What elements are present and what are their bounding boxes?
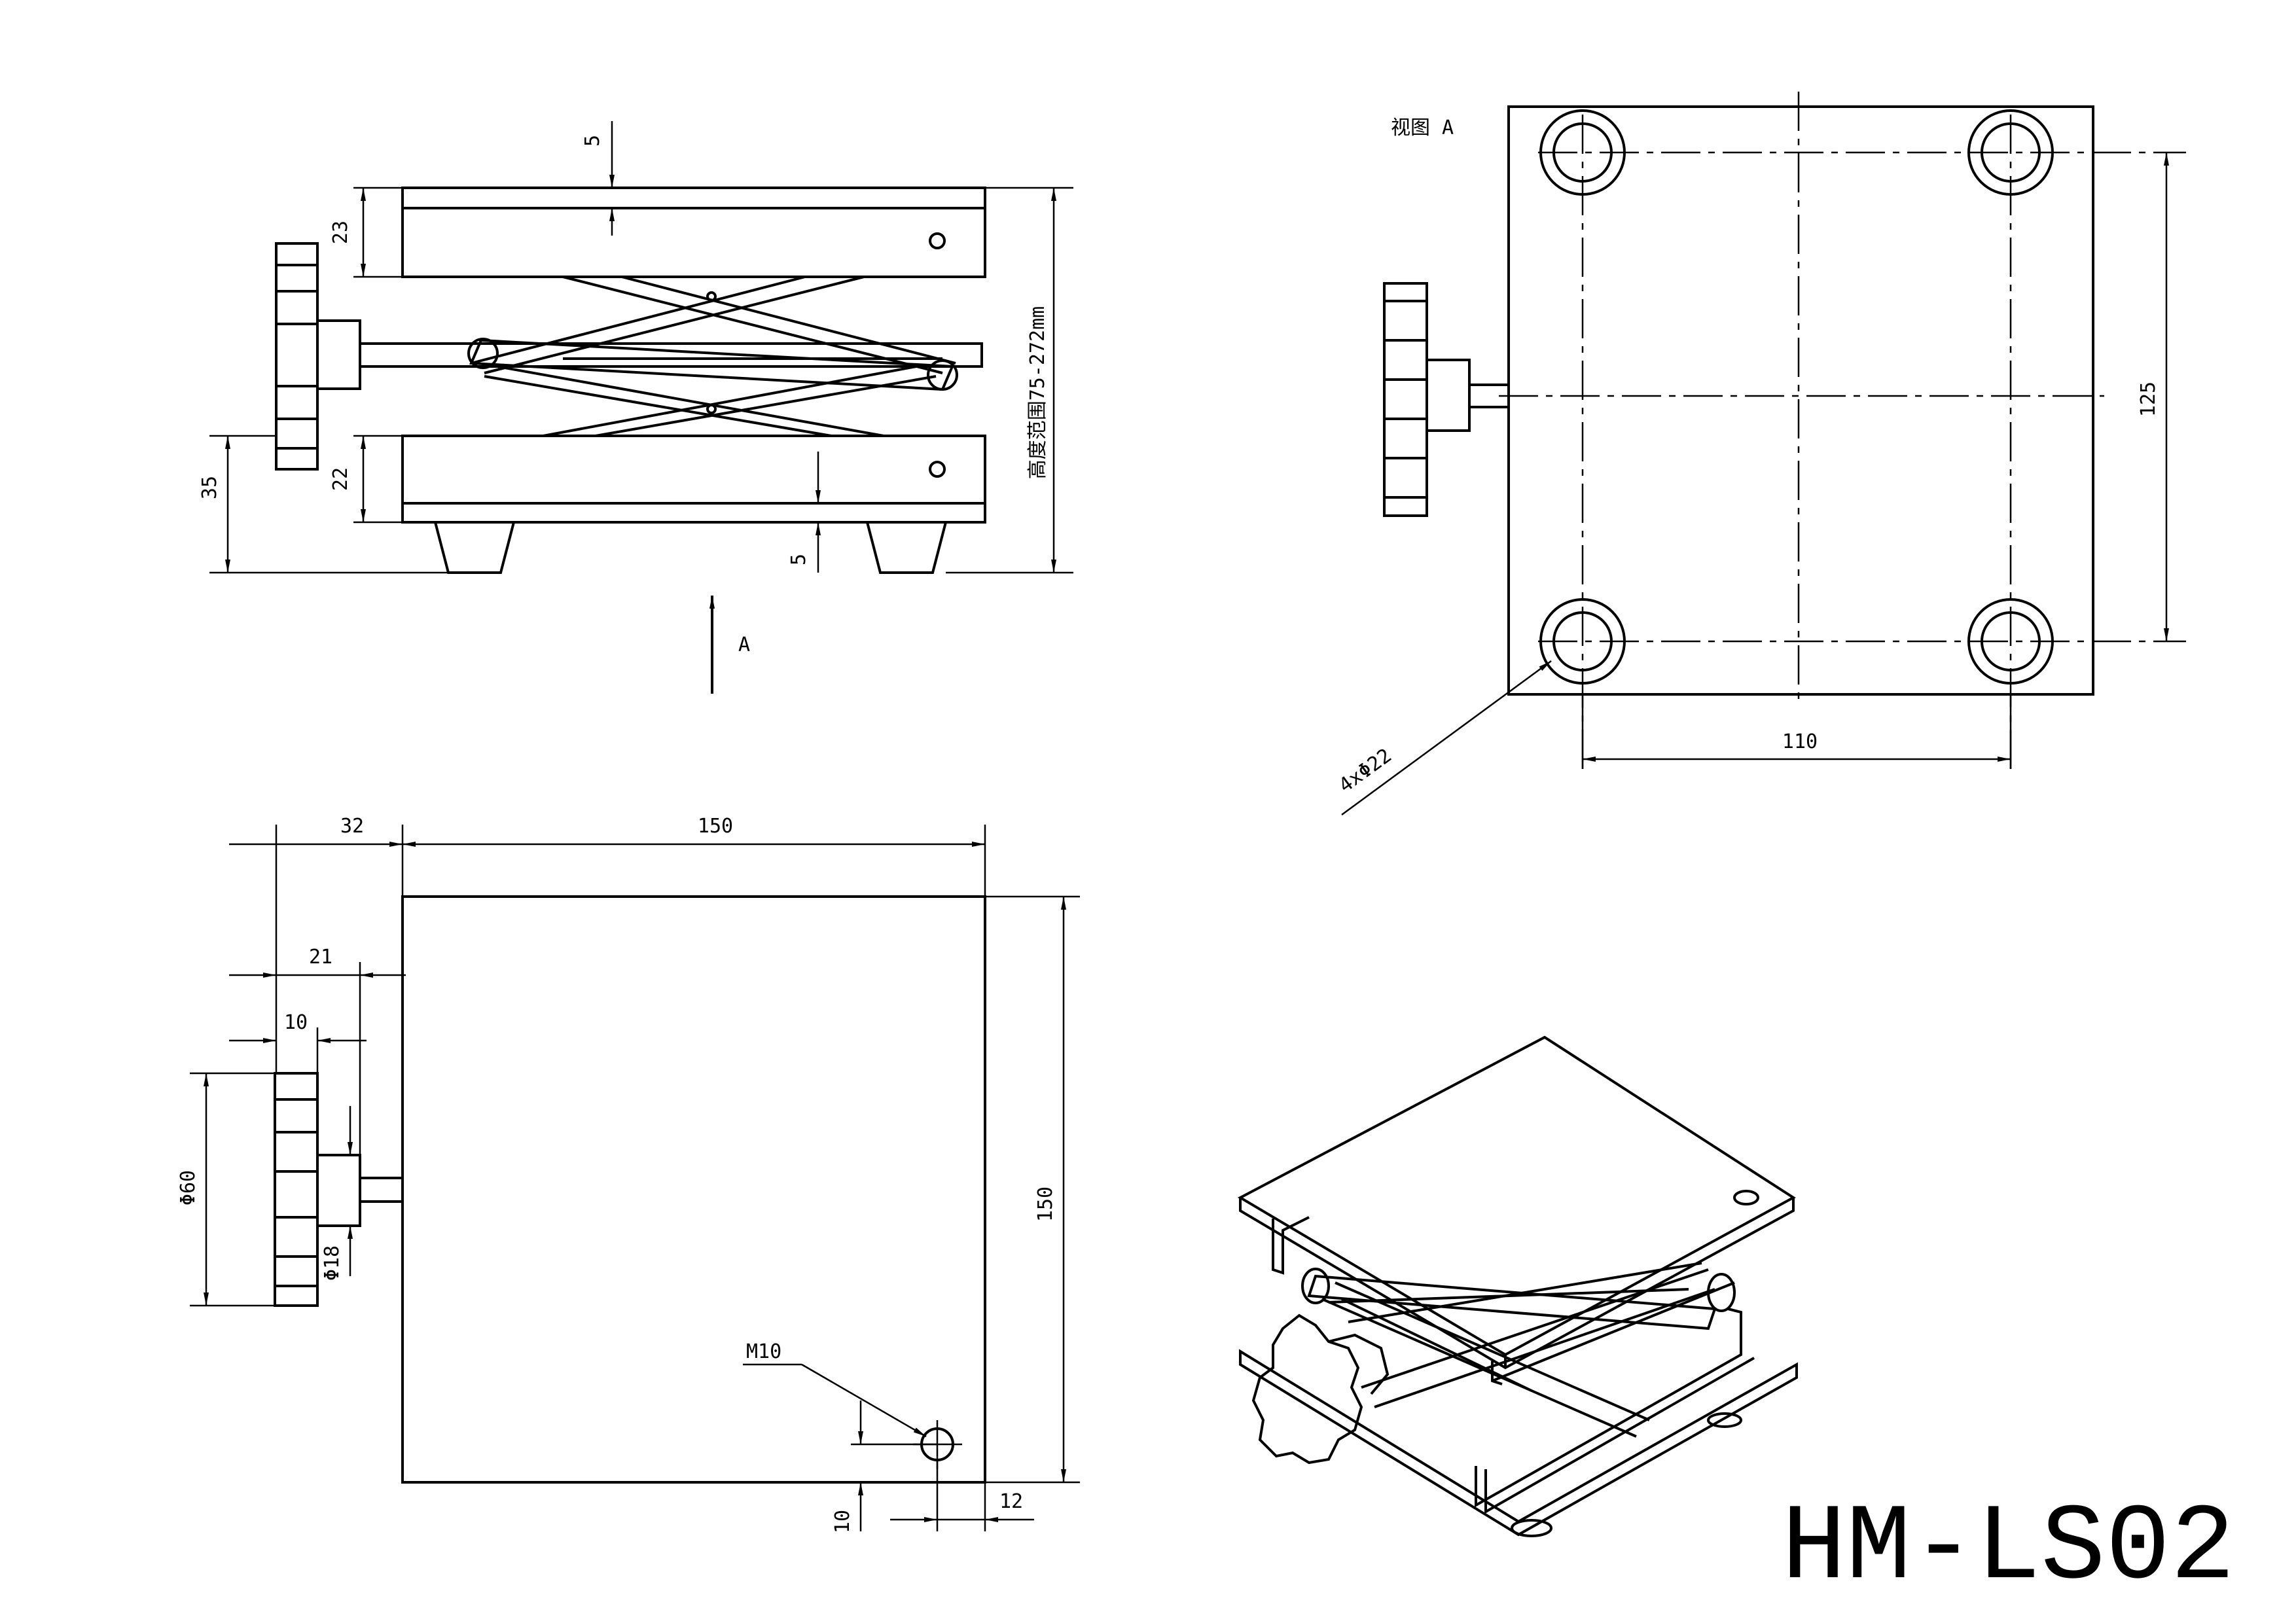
hole-note: 4xΦ22 [1335, 744, 1396, 797]
dim-hole-x: 12 [999, 1490, 1023, 1513]
dim-hole-spacing-x: 110 [1782, 730, 1818, 753]
side-view: 23 22 35 5 5 高度范围75-272mm A [198, 121, 1073, 694]
dim-hole-y: 10 [831, 1510, 854, 1533]
view-a: 视图 A 110 125 4xΦ22 [1335, 92, 2186, 816]
dim-top-plate: 23 [329, 221, 352, 244]
dim-hole-spacing-y: 125 [2137, 382, 2160, 417]
top-view: 32 150 21 10 Φ60 Φ18 150 M10 10 [177, 815, 1080, 1533]
dim-shaft-diameter: Φ18 [321, 1245, 344, 1281]
dim-shaft-offset: 21 [309, 946, 332, 969]
view-arrow-label: A [738, 633, 750, 656]
dim-bottom-gap: 5 [787, 554, 810, 565]
dim-knob-thickness: 10 [284, 1011, 308, 1034]
dim-knob-offset: 32 [340, 815, 364, 838]
dim-depth: 150 [1034, 1186, 1057, 1222]
drawing-title: HM-LS02 [1782, 1488, 2235, 1610]
dim-top-gap: 5 [581, 135, 604, 147]
dim-height-range: 高度范围75-272mm [1026, 306, 1049, 480]
thread-label: M10 [746, 1340, 781, 1363]
dim-width: 150 [698, 815, 733, 838]
dim-knob-diameter: Φ60 [177, 1170, 200, 1205]
dim-base: 35 [198, 476, 221, 499]
view-a-label: 视图 A [1391, 116, 1454, 139]
dim-bottom-plate: 22 [329, 467, 352, 491]
isometric-view [1237, 1035, 1798, 1537]
